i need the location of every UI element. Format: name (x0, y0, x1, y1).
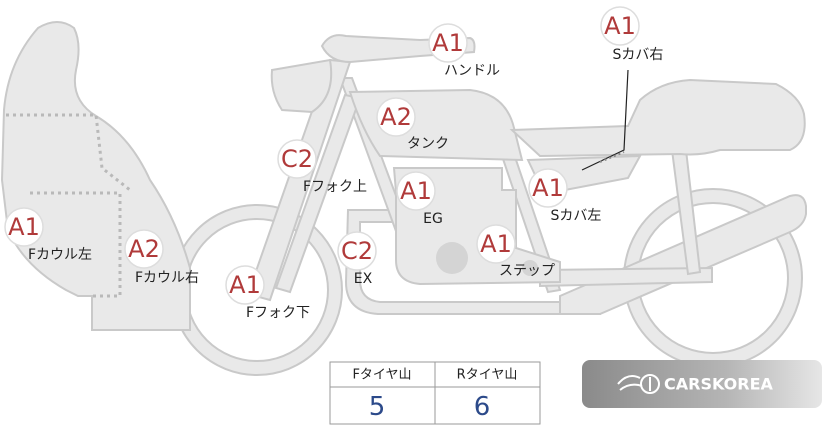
tire-table-header-rear: Rタイヤ山 (457, 368, 518, 383)
tire-table-value-front: 5 (369, 392, 386, 422)
engine-cover (436, 242, 468, 274)
grade-badge-engine: A1 (396, 171, 436, 211)
grade-tank: A2 (380, 103, 412, 131)
s-cover-right-leader (581, 69, 629, 171)
headlight (270, 58, 333, 114)
tire-table-header-front: Fタイヤ山 (352, 368, 411, 383)
grade-badge-f-cowl-right: A2 (124, 229, 164, 269)
seat (509, 78, 806, 158)
cowl-panel-line-1 (6, 113, 131, 192)
grade-badge-handle: A1 (428, 23, 468, 63)
engine-block (392, 167, 561, 286)
label-tank: タンク (407, 136, 449, 152)
label-f-fork-lower: Fフォク下 (246, 305, 310, 321)
label-handle: ハンドル (444, 63, 500, 79)
grade-s-cover-right: A1 (604, 12, 636, 40)
label-engine: EG (423, 211, 443, 227)
label-s-cover-right: Sカバ右 (613, 47, 664, 63)
brand-badge-bg (582, 360, 822, 408)
label-exhaust: EX (354, 271, 373, 287)
grade-badge-exhaust: C2 (337, 231, 377, 271)
swing-arm (539, 266, 713, 288)
footpeg-mount (522, 260, 538, 276)
tire-table-value-rear: 6 (474, 392, 491, 422)
label-s-cover-left: Sカバ左 (551, 208, 602, 224)
grade-handle: A1 (432, 29, 464, 57)
cowl-panel-line-2 (30, 191, 122, 298)
grade-f-cowl-left: A1 (8, 213, 40, 241)
grade-badge-s-cover-left: A1 (528, 168, 568, 208)
brand-watermark: CARSKOREA (582, 360, 822, 408)
grade-f-fork-upper: C2 (281, 145, 313, 173)
brand-logo-icon (617, 374, 660, 394)
tire-tread-table: Fタイヤ山 Rタイヤ山 5 6 (329, 361, 541, 425)
grade-badge-s-cover-right: A1 (600, 6, 640, 46)
label-step: ステップ (499, 263, 555, 279)
label-f-cowl-left: Fカウル左 (28, 247, 92, 263)
brand-name: CARSKOREA (664, 375, 774, 394)
grade-badge-f-fork-lower: A1 (225, 265, 265, 305)
label-f-cowl-right: Fカウル右 (135, 270, 199, 286)
grade-badge-step: A1 (476, 224, 516, 264)
grade-step: A1 (480, 230, 512, 258)
grade-badge-tank: A2 (376, 97, 416, 137)
grade-badge-f-fork-upper: C2 (277, 139, 317, 179)
grade-engine: A1 (400, 177, 432, 205)
grade-s-cover-left: A1 (532, 174, 564, 202)
grade-f-cowl-right: A2 (128, 235, 160, 263)
grade-exhaust: C2 (341, 237, 373, 265)
grade-badge-f-cowl-left: A1 (4, 207, 44, 247)
s-cover-right-leader-dots (599, 151, 625, 163)
grade-f-fork-lower: A1 (229, 271, 261, 299)
label-f-fork-upper: Fフォク上 (303, 179, 367, 195)
